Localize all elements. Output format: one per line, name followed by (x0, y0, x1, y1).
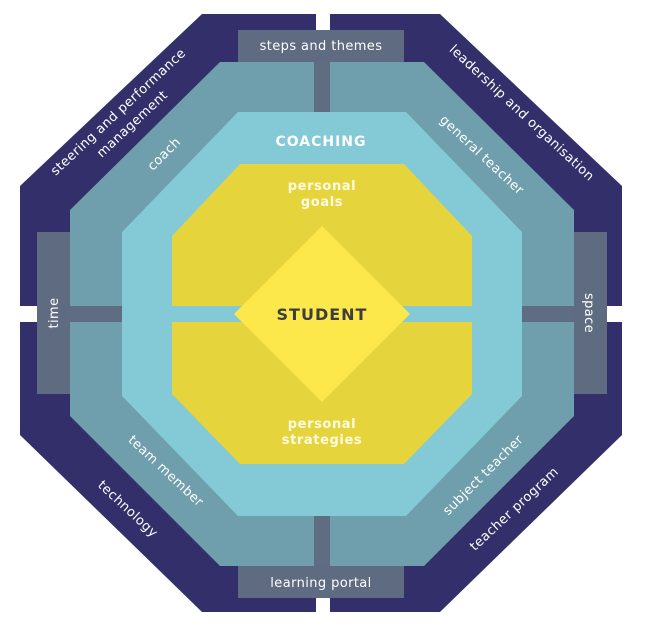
label-coaching: COACHING (275, 134, 366, 150)
label-personal-goals-line2: goals (301, 195, 343, 210)
label-learning-portal: learning portal (270, 576, 371, 591)
divider-right (522, 306, 574, 322)
tab-left (37, 232, 70, 394)
tab-right (574, 232, 607, 394)
tab-bottom (238, 566, 404, 598)
tab-top (238, 30, 404, 62)
label-personal-goals-line1: personal (288, 179, 357, 194)
divider-bottom (314, 516, 330, 566)
label-space: space (581, 293, 596, 333)
label-time: time (47, 298, 62, 329)
divider-left (70, 306, 122, 322)
student-diamond (234, 226, 410, 402)
divider-top (314, 62, 330, 112)
label-personal-strategies-line2: strategies (282, 433, 362, 448)
label-steps-and-themes: steps and themes (260, 39, 383, 54)
label-student: STUDENT (277, 305, 368, 324)
outer-gap-left (20, 306, 42, 322)
label-personal-strategies-line1: personal (288, 417, 357, 432)
